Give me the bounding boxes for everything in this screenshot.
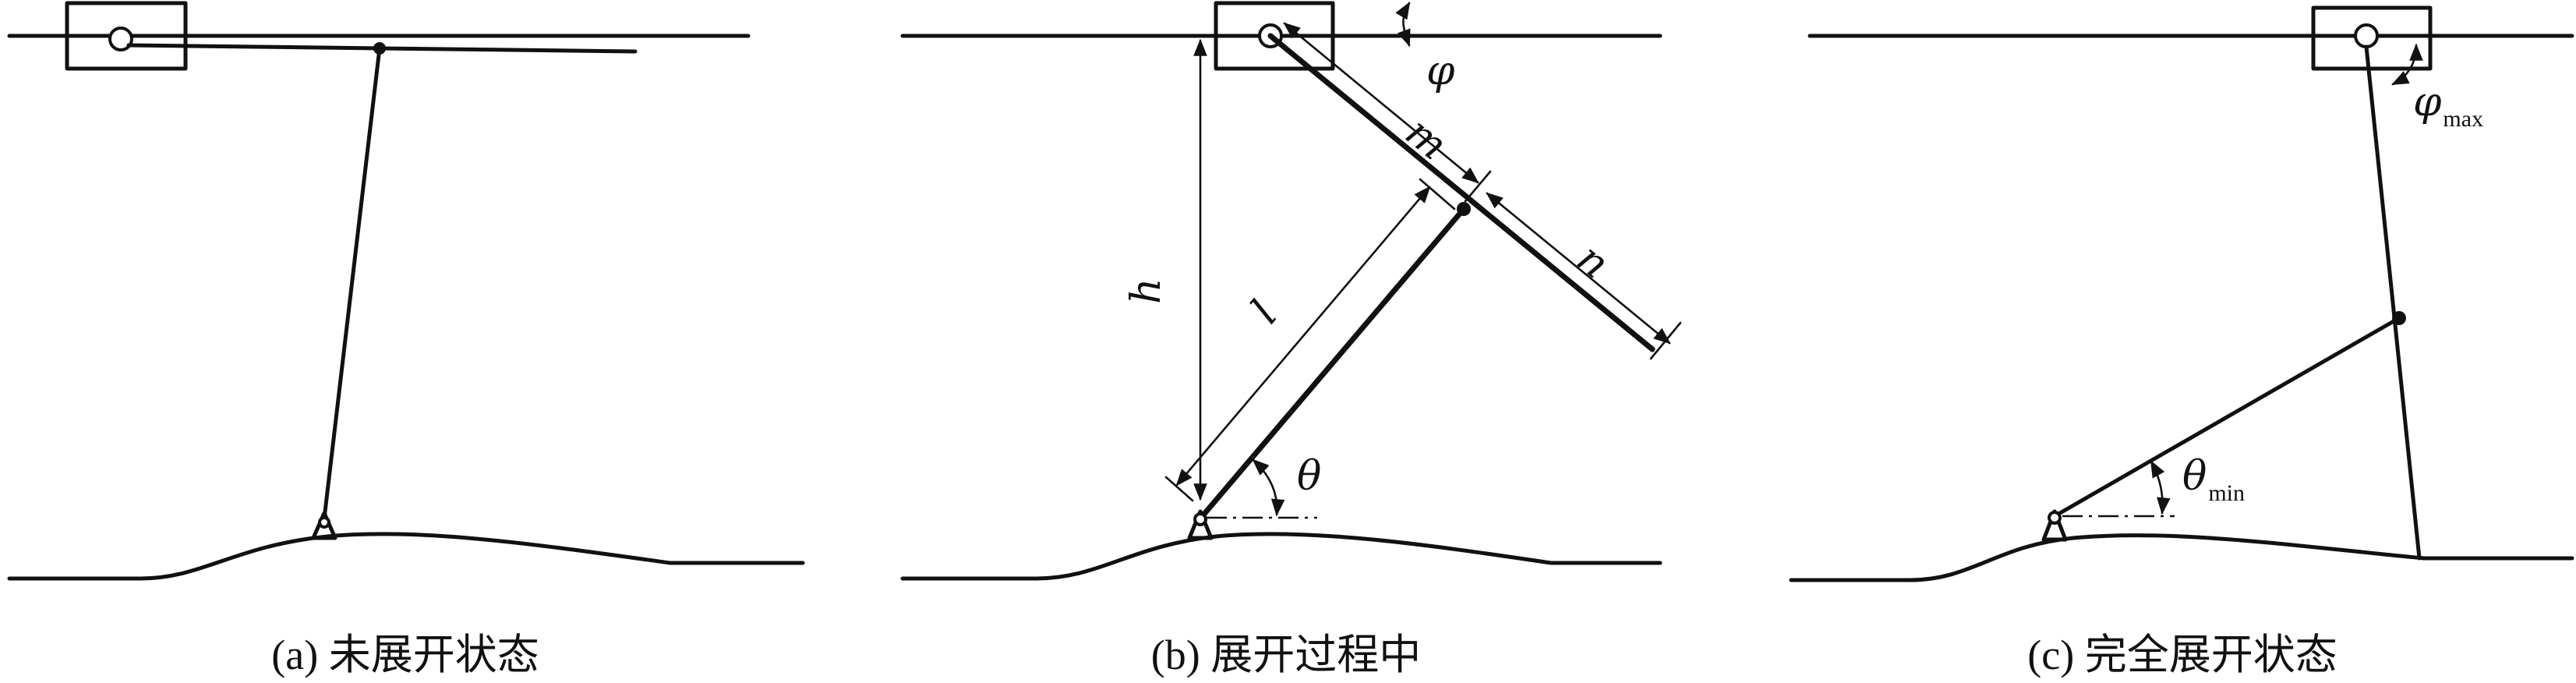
panel-b-m-extension [1464,170,1492,203]
panel-b-label-phi: φ [1426,48,1455,94]
panel-c-slider-pin [2354,23,2379,48]
panel-c-label-phi-max: φmax [2413,79,2483,132]
panel-c-arm-joint [2392,311,2406,325]
panel-b-n-dimension [1486,192,1671,345]
panel-b-theta-arc [1252,458,1285,517]
panel-b-main-arm [1267,33,1655,352]
panel-b-label-m: m [1397,108,1456,169]
panel-c: φmax θmin [1789,5,2574,582]
panel-c-phi-max-arc [2391,43,2423,86]
panel-b-label-h: h [1123,278,1170,305]
panel-c-theta-min-arc [2150,460,2171,515]
caption-panel-a: (a) 未展开状态 [271,632,539,678]
panel-c-ground-hinge-pin [2048,511,2062,525]
panel-b-l-extension-2 [1419,178,1456,211]
panel-a-ground-surface [7,532,805,581]
panel-c-main-arm [2364,44,2422,561]
panel-b-ground-hinge-pin [1193,512,1207,526]
panel-b-l-extension-1 [1164,476,1194,502]
panel-c-slider-box [2311,5,2433,71]
panel-a-slider-pin [108,27,133,51]
panel-a [7,1,805,581]
panel-b-support-link [1197,206,1467,522]
panel-a-support-link [322,46,382,521]
panel-a-slider-box [65,1,188,71]
panel-b-label-n: n [1568,235,1618,288]
panel-c-support-link [2052,316,2401,518]
panel-b-n-extension [1649,321,1682,360]
panel-a-ground-hinge-pin [318,516,330,529]
panel-b-ground-surface [900,532,1663,581]
panel-c-label-theta-min: θmin [2182,453,2245,506]
caption-panel-c: (c) 完全展开状态 [2027,632,2337,678]
panel-b-arm-joint [1457,202,1471,216]
panel-c-ground-surface [1789,533,2574,582]
panel-b-phi-arc [1395,2,1411,48]
panel-b: φ m n h l θ [900,1,1682,581]
panel-b-l-dimension [1175,186,1431,487]
caption-panel-b: (b) 展开过程中 [1151,632,1421,678]
panel-b-m-dimension [1283,22,1479,184]
panel-b-label-theta: θ [1297,453,1321,500]
panel-b-label-l: l [1242,292,1287,332]
